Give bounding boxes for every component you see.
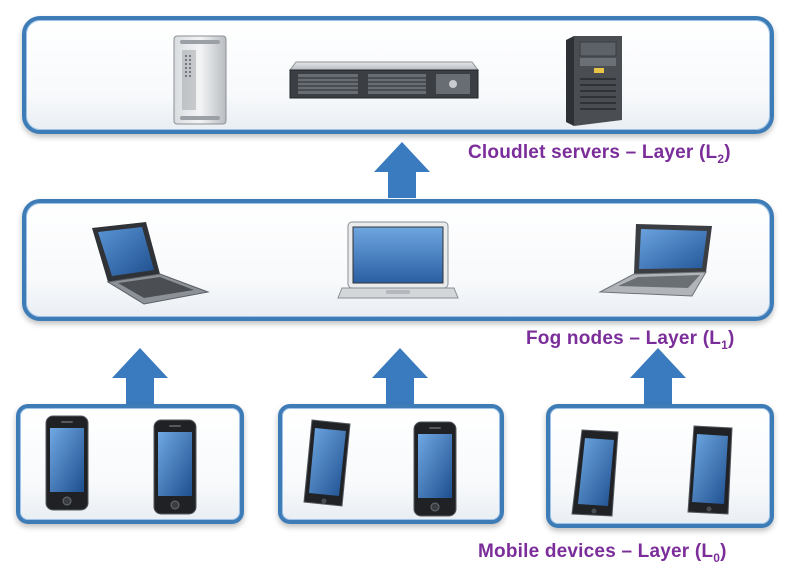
laptop-icon — [92, 222, 210, 305]
laptop-icon — [337, 221, 459, 299]
tablet-icon — [571, 429, 619, 517]
up-arrow-icon — [112, 348, 168, 404]
up-arrow-icon — [372, 348, 428, 404]
rack-server-icon — [289, 61, 479, 99]
mobile-layer-label: Mobile devices – Layer (L0) — [478, 541, 727, 565]
up-arrow-icon — [630, 348, 686, 404]
up-arrow-icon — [374, 142, 430, 198]
smartphone-icon — [45, 415, 89, 511]
tablet-icon — [687, 425, 733, 515]
mobile-group-box — [278, 404, 504, 524]
smartphone-icon — [413, 421, 457, 517]
smartphone-icon — [153, 419, 197, 515]
fog-layer-label: Fog nodes – Layer (L1) — [526, 328, 735, 352]
tower-server-icon — [173, 35, 227, 125]
laptop-icon — [598, 224, 712, 297]
tower-server-dark-icon — [566, 36, 622, 126]
cloudlet-layer-box — [22, 16, 774, 134]
cloudlet-layer-label: Cloudlet servers – Layer (L2) — [468, 142, 731, 166]
tablet-icon — [303, 419, 351, 507]
